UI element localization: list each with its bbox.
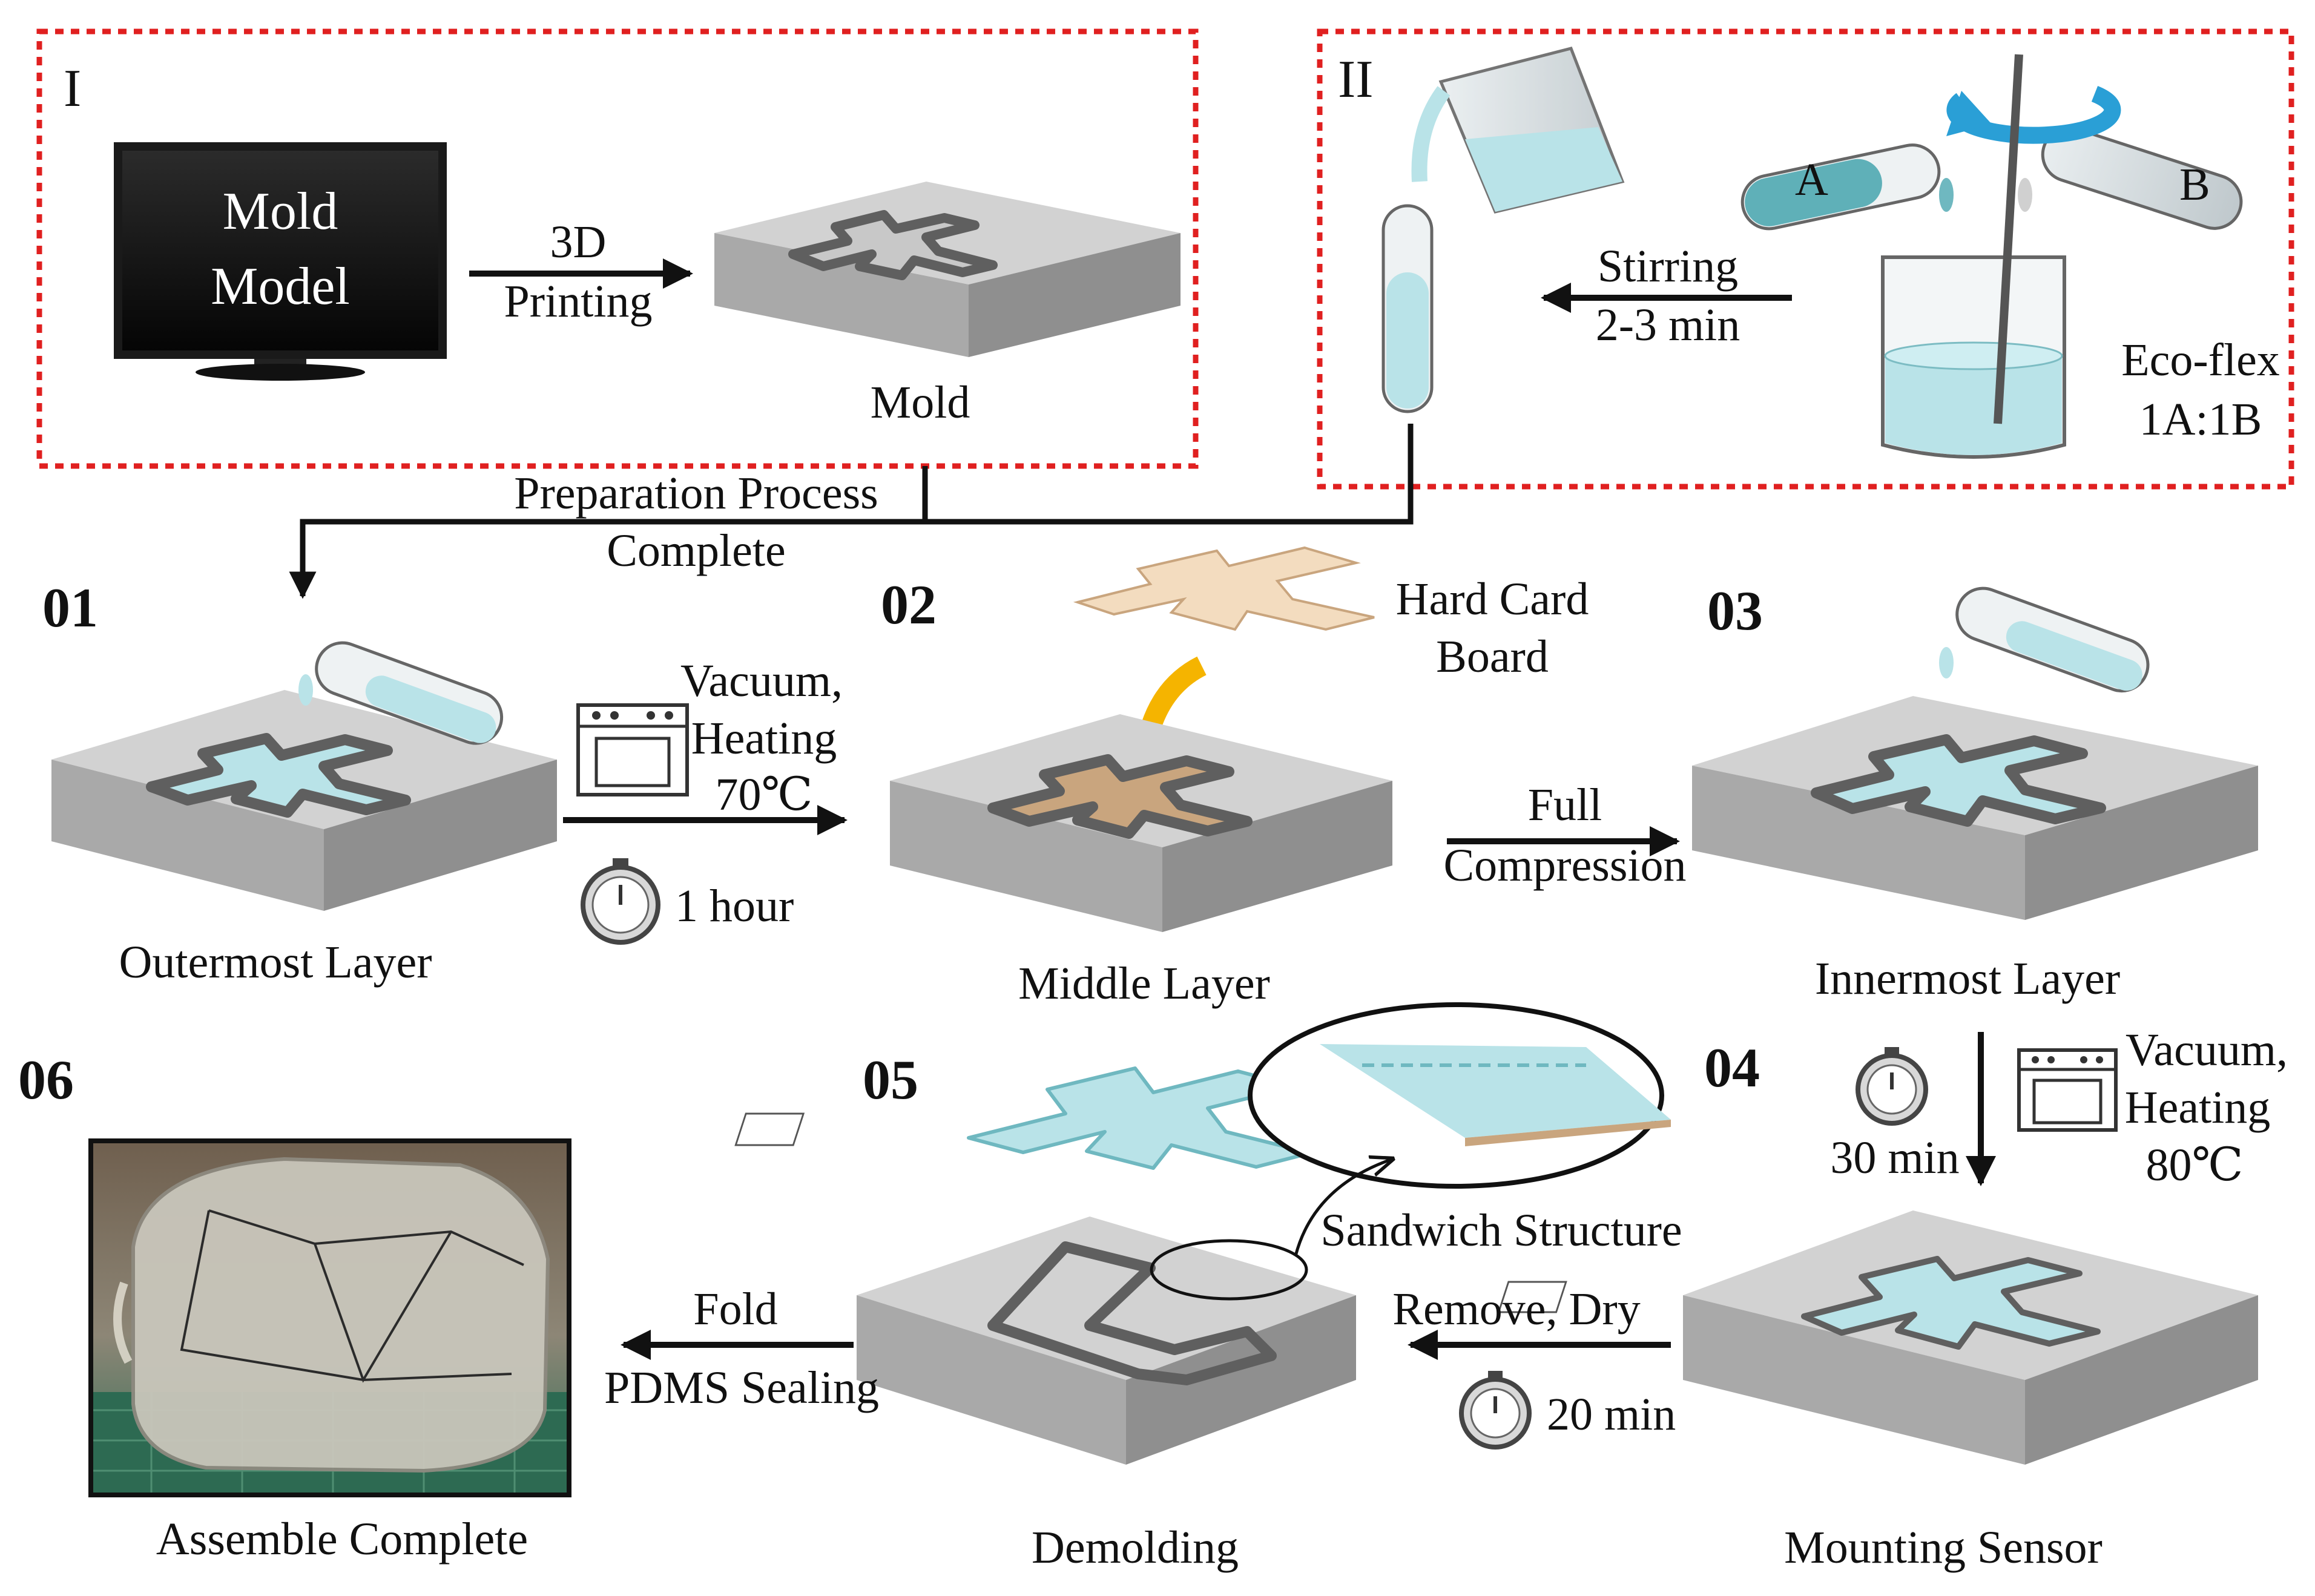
merge-connector: Preparation Process Complete bbox=[289, 424, 1414, 599]
mold-block-step-01 bbox=[51, 690, 557, 911]
stirring-label-line1: Stirring bbox=[1598, 241, 1738, 292]
t05-label-line2: PDMS Sealing bbox=[604, 1362, 879, 1413]
test-tube-icon bbox=[1381, 204, 1434, 413]
step-05: 05 Sandwich Structure Demolding bbox=[734, 1002, 1682, 1573]
step-06-caption: Assemble Complete bbox=[156, 1514, 528, 1565]
mold-block-step-03 bbox=[1692, 696, 2258, 920]
step-06: 06 Assemble Complete bbox=[18, 1049, 571, 1565]
sensor-icon-2 bbox=[734, 1112, 805, 1146]
stopwatch-icon bbox=[581, 858, 660, 945]
assembled-photo bbox=[88, 1138, 571, 1497]
t04-label-line1: Remove, Dry bbox=[1392, 1284, 1640, 1335]
printing-label-line2: Printing bbox=[504, 276, 653, 327]
step-06-number: 06 bbox=[18, 1049, 74, 1111]
t01-label-line1: Vacuum, bbox=[680, 655, 843, 706]
panel-ii: II Stirring 2-3 min A bbox=[1317, 28, 2294, 490]
stirring-label-line2: 2-3 min bbox=[1596, 300, 1740, 350]
eco-flex-label-line1: Eco-flex bbox=[2121, 335, 2280, 386]
mold-block-step-05 bbox=[857, 1217, 1356, 1465]
mold-block-step-04 bbox=[1497, 1210, 2258, 1465]
mold-block-step-02 bbox=[890, 714, 1392, 932]
pouring-tube-icon-2 bbox=[1939, 586, 2150, 693]
step-05-caption: Demolding bbox=[1032, 1522, 1239, 1573]
step-05-number: 05 bbox=[863, 1049, 918, 1111]
sensor-icon bbox=[1497, 1281, 1567, 1313]
step-03: 03 Innermost Layer bbox=[1692, 580, 2258, 1004]
mold-label: Mold bbox=[871, 377, 970, 428]
t03-label-line2: Heating bbox=[2125, 1082, 2271, 1133]
t02-label-line2: Compression bbox=[1443, 840, 1686, 891]
zoom-source-ellipse bbox=[1150, 1239, 1308, 1301]
t01-time: 1 hour bbox=[675, 881, 794, 931]
t02-label-line1: Full bbox=[1528, 780, 1602, 830]
step-02-caption: Middle Layer bbox=[1018, 958, 1270, 1009]
merge-label-line1: Preparation Process bbox=[514, 468, 878, 519]
step-04-number: 04 bbox=[1704, 1037, 1760, 1098]
mold-block-panel-i bbox=[714, 182, 1181, 357]
t03-label-line1: Vacuum, bbox=[2126, 1025, 2288, 1075]
step-01: 01 Outermost Layer bbox=[42, 577, 557, 988]
tube-b-label: B bbox=[2179, 159, 2210, 210]
panel-i-label: I bbox=[64, 59, 81, 118]
panel-ii-border bbox=[1317, 28, 2294, 490]
monitor-text-line1: Mold bbox=[223, 182, 338, 241]
card-label-line1: Hard Card bbox=[1396, 574, 1589, 625]
t01-label-line3: 70℃ bbox=[715, 769, 812, 820]
pouring-tube-icon bbox=[298, 641, 504, 745]
card-board-icon bbox=[1073, 546, 1375, 631]
pouring-beaker-icon bbox=[1411, 47, 1625, 214]
step-03-number: 03 bbox=[1707, 580, 1763, 642]
step-04-caption: Mounting Sensor bbox=[1784, 1522, 2103, 1573]
t01-label-line2: Heating bbox=[691, 713, 837, 764]
monitor-text-line2: Model bbox=[211, 257, 350, 316]
oven-icon-2 bbox=[2017, 1048, 2118, 1132]
demolded-sandwich bbox=[734, 1066, 1312, 1170]
stopwatch-icon-2 bbox=[1856, 1047, 1928, 1126]
tube-b-icon: B bbox=[2018, 126, 2243, 230]
callout-label: Sandwich Structure bbox=[1320, 1205, 1682, 1256]
stopwatch-icon-3 bbox=[1459, 1371, 1532, 1450]
printing-label-line1: 3D bbox=[550, 217, 607, 268]
zoom-magnifier bbox=[1248, 1002, 1671, 1189]
rotation-arrow-icon bbox=[1946, 85, 2121, 144]
tube-a-label: A bbox=[1795, 154, 1828, 205]
merge-label-line2: Complete bbox=[607, 525, 786, 576]
transition-03-04: 30 min Vacuum, Heating 80℃ bbox=[1830, 1025, 2288, 1190]
step-04: 04 Mounting Sensor bbox=[1497, 1037, 2258, 1573]
panel-i-border bbox=[36, 28, 1199, 469]
transition-01-02: Vacuum, Heating 70℃ 1 hour bbox=[563, 655, 848, 945]
step-02-number: 02 bbox=[881, 574, 937, 635]
card-label-line2: Board bbox=[1436, 631, 1549, 682]
t05-label-line1: Fold bbox=[693, 1284, 777, 1335]
step-03-caption: Innermost Layer bbox=[1815, 953, 2120, 1004]
monitor-icon: Mold Model bbox=[114, 142, 447, 381]
step-01-number: 01 bbox=[42, 577, 98, 639]
t04-time: 20 min bbox=[1547, 1389, 1676, 1440]
eco-flex-beaker-icon bbox=[1881, 54, 2066, 459]
step-02: 02 Hard Card Board Middle Layer bbox=[881, 546, 1589, 1009]
tube-a-icon: A bbox=[1740, 143, 1954, 231]
oven-icon bbox=[576, 703, 689, 796]
panel-ii-label: II bbox=[1338, 50, 1374, 109]
transition-04-05: Remove, Dry 20 min bbox=[1392, 1284, 1676, 1450]
t03-time: 30 min bbox=[1830, 1132, 1959, 1183]
transition-05-06: Fold PDMS Sealing bbox=[604, 1284, 879, 1413]
transition-02-03: Full Compression bbox=[1443, 780, 1686, 891]
step-01-caption: Outermost Layer bbox=[119, 937, 432, 988]
eco-flex-label-line2: 1A:1B bbox=[2139, 394, 2262, 445]
callout-line bbox=[1294, 1159, 1392, 1256]
t03-label-line3: 80℃ bbox=[2145, 1140, 2243, 1190]
panel-i: I Mold Model 3D Printing Mold bbox=[36, 28, 1199, 469]
